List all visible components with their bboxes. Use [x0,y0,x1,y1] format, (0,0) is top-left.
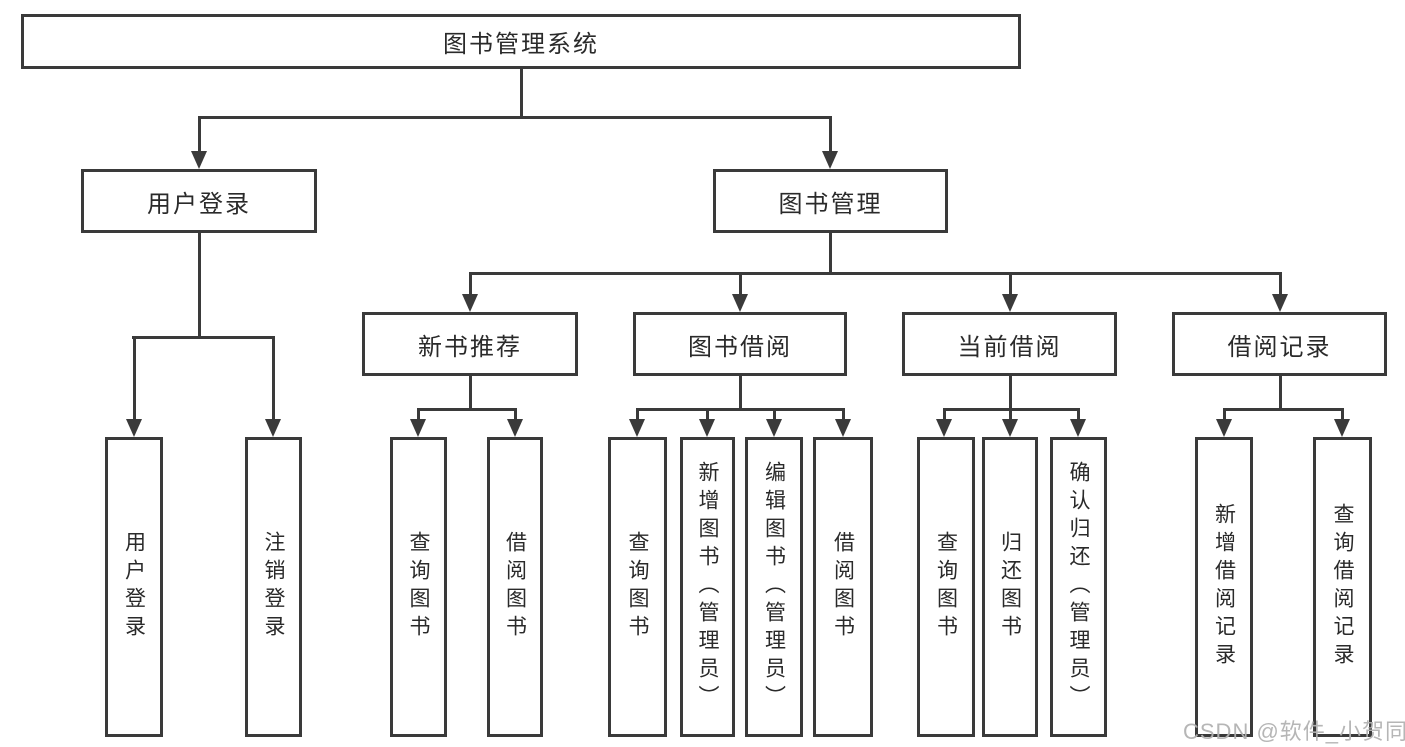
node-new-book-recommend: 新书推荐 [362,312,578,376]
node-borrow-records-label: 借阅记录 [1227,333,1332,361]
leaf-edit-book-admin-label: 编辑图书（管理员） [762,461,786,713]
connector-line [132,336,275,339]
connector-line [417,408,420,421]
connector-line [417,408,517,411]
connector-line [1341,408,1344,421]
leaf-borrow-books-borrowing: 借阅图书 [813,437,873,737]
arrowhead-icon [1272,294,1288,312]
connector-line [469,272,1282,275]
connector-line [706,408,709,421]
leaf-add-borrow-record: 新增借阅记录 [1195,437,1253,737]
arrowhead-icon [1002,294,1018,312]
arrowhead-icon [126,419,142,437]
node-borrow-records: 借阅记录 [1172,312,1387,376]
connector-line [943,408,946,421]
node-book-borrowing: 图书借阅 [633,312,847,376]
leaf-return-books-label: 归还图书 [998,531,1022,643]
connector-line [469,272,472,296]
arrowhead-icon [1334,419,1350,437]
leaf-query-books-recommend-label: 查询图书 [407,531,430,643]
leaf-borrow-books-recommend: 借阅图书 [487,437,543,737]
arrowhead-icon [265,419,281,437]
connector-line [829,233,832,274]
node-current-borrowing-label: 当前借阅 [957,333,1062,361]
leaf-confirm-return-admin-label: 确认归还（管理员） [1067,461,1090,713]
leaf-user-login-label: 用户登录 [122,531,146,643]
node-book-borrowing-label: 图书借阅 [688,333,792,361]
arrowhead-icon [732,294,748,312]
arrowhead-icon [1070,419,1086,437]
node-book-management-label: 图书管理 [778,190,883,218]
connector-line [829,116,832,153]
connector-line [1077,408,1080,421]
node-user-login: 用户登录 [81,169,317,233]
arrowhead-icon [1216,419,1232,437]
arrowhead-icon [1002,419,1018,437]
leaf-add-borrow-record-label: 新增借阅记录 [1212,503,1236,671]
node-user-login-label: 用户登录 [147,190,251,218]
connector-line [1279,272,1282,296]
arrowhead-icon [835,419,851,437]
leaf-add-book-admin-label: 新增图书（管理员） [696,461,719,713]
arrowhead-icon [629,419,645,437]
connector-line [1223,408,1226,421]
leaf-query-books-current-label: 查询图书 [934,531,958,643]
node-root: 图书管理系统 [21,14,1021,69]
connector-line [636,408,845,411]
node-current-borrowing: 当前借阅 [902,312,1117,376]
leaf-query-books-borrowing: 查询图书 [608,437,667,737]
connector-line [1009,408,1012,421]
leaf-borrow-books-borrowing-label: 借阅图书 [831,531,855,643]
connector-line [636,408,639,421]
connector-line [469,376,472,410]
arrowhead-icon [462,294,478,312]
leaf-borrow-books-recommend-label: 借阅图书 [503,531,527,643]
connector-line [272,336,275,420]
csdn-watermark: CSDN @软件_小贺同学 [1183,719,1405,744]
arrowhead-icon [191,151,207,169]
connector-line [773,408,776,421]
connector-line [739,272,742,296]
arrowhead-icon [936,419,952,437]
connector-line [198,116,832,119]
connector-line [1009,376,1012,410]
arrowhead-icon [699,419,715,437]
connector-line [198,116,201,153]
connector-line [520,69,523,119]
leaf-logout: 注销登录 [245,437,302,737]
connector-line [514,408,517,421]
leaf-add-book-admin: 新增图书（管理员） [680,437,735,737]
leaf-edit-book-admin: 编辑图书（管理员） [745,437,803,737]
connector-line [1223,408,1344,411]
leaf-return-books: 归还图书 [982,437,1038,737]
arrowhead-icon [410,419,426,437]
node-root-label: 图书管理系统 [443,31,599,58]
connector-line [133,336,136,420]
node-book-management: 图书管理 [713,169,948,233]
arrowhead-icon [766,419,782,437]
node-new-book-recommend-label: 新书推荐 [418,333,522,361]
leaf-query-books-current: 查询图书 [917,437,975,737]
connector-line [842,408,845,421]
leaf-query-books-recommend: 查询图书 [390,437,447,737]
leaf-confirm-return-admin: 确认归还（管理员） [1050,437,1107,737]
leaf-logout-label: 注销登录 [262,531,285,643]
leaf-query-books-borrowing-label: 查询图书 [626,531,649,643]
connector-line [1009,272,1012,296]
leaf-user-login: 用户登录 [105,437,163,737]
arrowhead-icon [822,151,838,169]
connector-line [1279,376,1282,410]
connector-line [739,376,742,410]
arrowhead-icon [507,419,523,437]
leaf-query-borrow-record-label: 查询借阅记录 [1331,503,1354,671]
connector-line [198,233,201,339]
leaf-query-borrow-record: 查询借阅记录 [1313,437,1372,737]
